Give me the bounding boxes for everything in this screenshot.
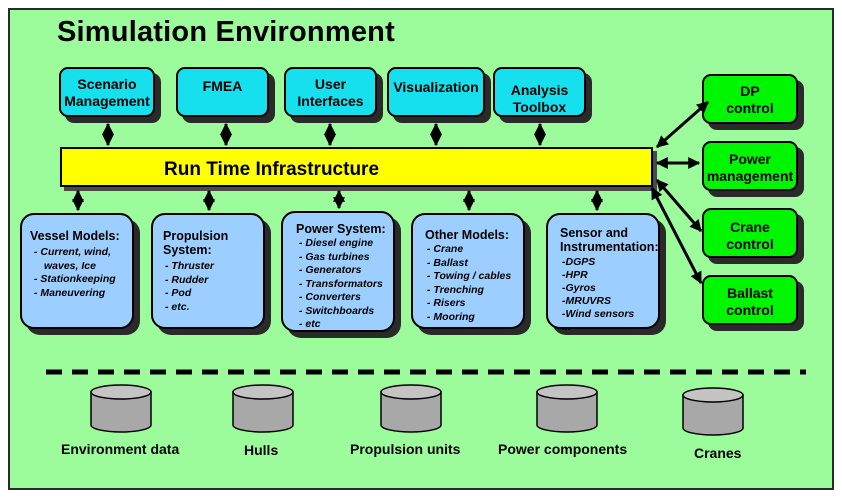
hulls-database-icon xyxy=(232,384,294,433)
visualization-label: Visualization xyxy=(393,79,479,95)
user-interfaces-label: User Interfaces xyxy=(297,76,364,109)
other-models-title: Other Models: xyxy=(425,228,510,242)
sensor-instrumentation-title: Sensor and Instrumentation: xyxy=(560,226,659,254)
model-item: - Converters xyxy=(299,291,361,303)
analysis-toolbox-label: Analysis Toolbox xyxy=(510,82,569,115)
model-item: - Mooring xyxy=(427,310,475,323)
power-management-box: Power management xyxy=(702,141,798,191)
ballast-control-label: Ballast control xyxy=(726,285,774,318)
model-item: - Towing / cables xyxy=(427,270,512,282)
vessel-models-list: - Current, wind, waves, Ice - Stationkee… xyxy=(34,246,116,300)
fmea-box: FMEA xyxy=(176,67,269,117)
model-item: - Maneuvering xyxy=(34,286,106,299)
sensor-instrumentation-box: Sensor and Instrumentation: -DGPS -HPR -… xyxy=(546,213,660,333)
model-item: - Thruster xyxy=(165,260,215,272)
model-item: - Diesel engine xyxy=(299,237,374,249)
model-item: ... xyxy=(562,321,571,333)
environment-data-database-icon xyxy=(90,384,152,433)
scenario-management-label: Scenario Management xyxy=(64,76,150,109)
other-models-list: - Crane - Ballast - Towing / cables - Tr… xyxy=(427,243,511,324)
model-item: - Pod xyxy=(165,287,192,299)
cranes-label: Cranes xyxy=(694,445,742,461)
model-item: - Rudder xyxy=(165,273,209,286)
model-item: - Trenching xyxy=(427,283,484,296)
run-time-infrastructure-label: Run Time Infrastructure xyxy=(164,159,380,180)
power-system-list: - Diesel engine - Gas turbines - Generat… xyxy=(299,237,383,332)
model-item: - Gas turbines xyxy=(299,250,370,263)
model-item: - Ballast xyxy=(427,256,468,269)
fmea-label: FMEA xyxy=(202,78,243,94)
run-time-infrastructure-bar: Run Time Infrastructure xyxy=(60,147,653,187)
power-components-database-icon xyxy=(536,384,598,433)
model-item: - Risers xyxy=(427,297,466,309)
crane-control-label: Crane control xyxy=(726,219,774,252)
model-item: - Stationkeeping xyxy=(34,273,116,285)
model-item: -HPR xyxy=(562,269,588,281)
analysis-toolbox-box: Analysis Toolbox xyxy=(493,67,586,117)
rti-crane-arrow xyxy=(655,179,703,232)
power-management-label: Power management xyxy=(706,151,794,184)
model-item: -Wind sensors xyxy=(562,308,635,320)
vessel-models-title: Vessel Models: xyxy=(30,229,120,243)
crane-control-box: Crane control xyxy=(702,208,798,258)
dp-control-label: DP control xyxy=(726,83,774,116)
model-item: -MRUVRS xyxy=(562,295,611,307)
model-item: waves, Ice xyxy=(44,259,96,272)
propulsion-system-box: Propulsion System: - Thruster - Rudder -… xyxy=(151,213,265,329)
model-item: - Switchboards xyxy=(299,304,375,317)
environment-data-label: Environment data xyxy=(61,441,180,457)
propulsion-units-database-icon xyxy=(380,384,442,433)
visualization-box: Visualization xyxy=(387,67,485,117)
cranes-database-icon xyxy=(682,387,744,436)
rti-dp-arrow xyxy=(656,100,709,149)
dp-control-box: DP control xyxy=(702,74,798,124)
model-item: - Transformators xyxy=(299,277,383,290)
hulls-label: Hulls xyxy=(244,442,279,458)
sensor-instrumentation-list: -DGPS -HPR -Gyros -MRUVRS -Wind sensors … xyxy=(562,256,634,334)
other-models-box: Other Models: - Crane - Ballast - Towing… xyxy=(411,213,525,329)
model-item: - etc xyxy=(299,318,321,330)
power-system-box: Power System: - Diesel engine - Gas turb… xyxy=(281,211,395,332)
model-item: -DGPS xyxy=(562,256,596,268)
diagram-title: Simulation Environment xyxy=(57,16,395,48)
rti-ballast-arrow xyxy=(650,186,703,285)
user-interfaces-box: User Interfaces xyxy=(284,67,377,117)
model-item: - Generators xyxy=(299,264,362,276)
model-item: - Crane xyxy=(427,243,464,255)
model-item: -Gyros xyxy=(562,282,596,294)
propulsion-system-list: - Thruster - Rudder - Pod - etc. xyxy=(165,260,214,314)
model-item: - Current, wind, xyxy=(34,246,111,258)
scenario-management-box: Scenario Management xyxy=(59,67,155,117)
power-components-label: Power components xyxy=(498,441,628,457)
propulsion-system-title: Propulsion System: xyxy=(163,229,229,257)
ballast-control-box: Ballast control xyxy=(702,275,798,325)
model-item: - etc. xyxy=(165,300,190,313)
power-system-title: Power System: xyxy=(296,222,386,236)
vessel-models-box: Vessel Models: - Current, wind, waves, I… xyxy=(20,213,134,329)
propulsion-units-label: Propulsion units xyxy=(350,441,461,457)
